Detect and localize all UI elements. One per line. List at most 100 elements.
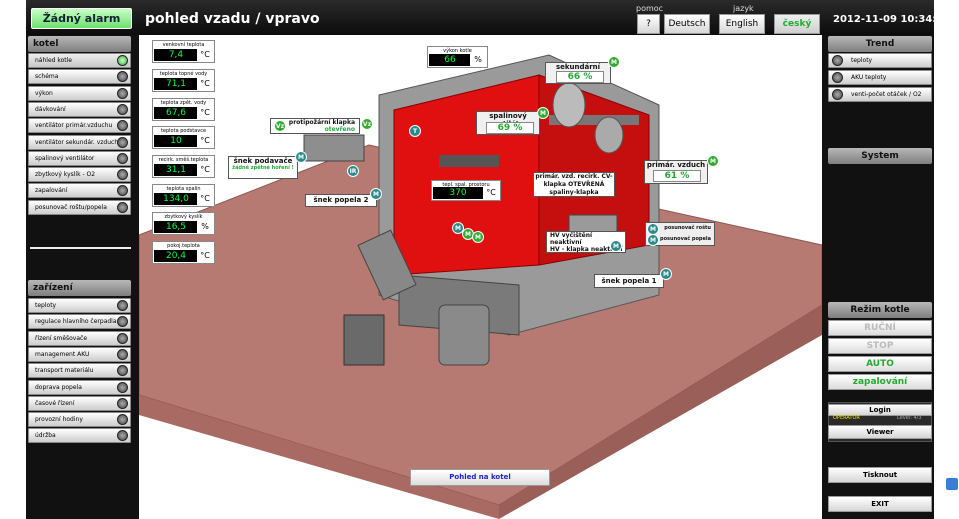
- sekundar-fan-icon[interactable]: M: [608, 56, 620, 68]
- viewer-button[interactable]: Viewer: [828, 425, 932, 439]
- popel2-box: šnek popela 2: [305, 194, 377, 207]
- primar-fan-icon[interactable]: M: [707, 155, 719, 167]
- status-indicator-icon: [117, 316, 128, 328]
- zarizeni-menu-item[interactable]: regulace hlavního čerpadla: [28, 314, 131, 330]
- alarm-button[interactable]: Žádný alarm: [31, 8, 132, 29]
- kotel-menu-item-label: posunovač roštu/popela: [35, 203, 107, 211]
- status-indicator-icon: [117, 414, 128, 426]
- boiler-3d-illustration: [139, 54, 822, 519]
- status-indicator-icon: [117, 136, 128, 148]
- zarizeni-menu-item[interactable]: časové řízení: [28, 395, 131, 411]
- kotel-menu-item[interactable]: výkon: [28, 85, 131, 101]
- zarizeni-menu-item[interactable]: řízení směšovače: [28, 330, 131, 346]
- hv-box: HV vyčištění neaktivní HV - klapka neakt…: [546, 231, 626, 253]
- zarizeni-section-title: zařízení: [28, 280, 131, 296]
- chat-icon[interactable]: [946, 478, 958, 490]
- measurement-value: 31,1: [154, 164, 198, 176]
- status-indicator-icon: [117, 201, 128, 213]
- klapka-box: protipožární klapka otevřeno: [270, 118, 360, 134]
- page-title: pohled vzadu / vpravo: [145, 11, 320, 27]
- vykon-value: 66: [429, 54, 471, 66]
- posun-popel-icon[interactable]: M: [647, 234, 659, 246]
- kotel-menu-item[interactable]: náhled kotle: [28, 53, 131, 68]
- hv-label: HV vyčištění neaktivní: [550, 232, 593, 246]
- temperature-sensor-icon[interactable]: T: [409, 125, 421, 137]
- trend-menu-item-label: teploty: [851, 57, 873, 64]
- mode-ignition-button[interactable]: zapalování: [828, 374, 932, 390]
- zarizeni-menu-item-label: management AKU: [35, 350, 90, 358]
- zarizeni-menu-item[interactable]: doprava popela: [28, 379, 131, 395]
- kotel-menu-item[interactable]: posunovač roštu/popela: [28, 199, 131, 215]
- help-button[interactable]: ?: [637, 14, 660, 34]
- mode-manual-button[interactable]: RUČNÍ: [828, 320, 932, 336]
- zarizeni-menu-item[interactable]: údržba: [28, 428, 131, 444]
- status-indicator-icon: [117, 332, 128, 344]
- kotel-menu-item[interactable]: schéma: [28, 69, 131, 85]
- zarizeni-menu-item[interactable]: teploty: [28, 298, 131, 313]
- popel1-box: šnek popela 1: [594, 274, 664, 288]
- kotel-menu-item[interactable]: ventilátor primár.vzduchu: [28, 118, 131, 134]
- exit-button[interactable]: EXIT: [828, 496, 932, 512]
- kotel-menu-item-label: schéma: [35, 73, 59, 81]
- print-button[interactable]: Tisknout: [828, 467, 932, 483]
- lang-english-button[interactable]: English: [719, 14, 765, 34]
- podavac-box: šnek podavače žádné zpětné hoření !: [228, 156, 298, 179]
- boiler-view-button[interactable]: Pohled na kotel: [410, 469, 550, 486]
- status-indicator-icon: [117, 169, 128, 181]
- mode-auto-button[interactable]: AUTO: [828, 356, 932, 372]
- mode-stop-button[interactable]: STOP: [828, 338, 932, 354]
- zarizeni-menu-item[interactable]: management AKU: [28, 346, 131, 362]
- status-indicator-icon: [117, 348, 128, 360]
- hv-motor-icon[interactable]: M: [610, 240, 622, 252]
- ir-sensor-icon[interactable]: IR: [347, 165, 359, 177]
- klapka-icon[interactable]: Vz: [274, 120, 286, 132]
- vykon-label: výkon kotle: [443, 48, 472, 54]
- lang-deutsch-button[interactable]: Deutsch: [664, 14, 710, 34]
- klapka-indicator-icon[interactable]: Vz: [361, 118, 373, 130]
- trend-menu-item[interactable]: teploty: [828, 53, 932, 68]
- measurement-value: 16,5: [154, 221, 198, 233]
- measurement-label: teplota podstavce: [160, 128, 207, 134]
- zarizeni-menu-item-label: transport materiálu: [35, 367, 94, 375]
- trend-menu-item[interactable]: AKU teploty: [828, 70, 932, 85]
- lang-czech-button[interactable]: český: [774, 14, 820, 34]
- kotel-menu-item[interactable]: ventilátor sekundár. vzduchu: [28, 134, 131, 150]
- vykon-unit: %: [470, 54, 486, 66]
- measurement-value: 67,6: [154, 107, 198, 119]
- hv-sensor-icon[interactable]: M: [452, 222, 464, 234]
- sekundar-value: 66 %: [556, 71, 604, 83]
- status-indicator-icon: [832, 89, 843, 100]
- hv-sensor-icon-3[interactable]: M: [472, 231, 484, 243]
- kotel-menu-item[interactable]: zbytkový kyslík - O2: [28, 167, 131, 183]
- kotel-menu-item[interactable]: dávkování: [28, 101, 131, 117]
- status-indicator-icon: [832, 72, 843, 83]
- system-button[interactable]: System: [828, 148, 932, 164]
- status-indicator-icon: [117, 397, 128, 409]
- zarizeni-menu-item[interactable]: provozní hodiny: [28, 412, 131, 428]
- measurement-unit: °C: [197, 107, 213, 119]
- kotel-menu-item-label: dávkování: [35, 105, 66, 113]
- zarizeni-menu-item[interactable]: transport materiálu: [28, 363, 131, 379]
- measurement-label: pokoj.teplota: [167, 243, 200, 249]
- spalinovy-fan-icon[interactable]: M: [537, 107, 549, 119]
- measurement-value: 7,4: [154, 49, 198, 61]
- popel1-motor-icon[interactable]: M: [660, 268, 672, 280]
- kotel-menu-item[interactable]: zapalování: [28, 183, 131, 199]
- spalinovy-value: 69 %: [486, 122, 534, 134]
- measurement-value: 10: [154, 135, 198, 147]
- zarizeni-menu-item-label: teploty: [35, 302, 57, 309]
- kotel-menu-item[interactable]: spalinový ventilátor: [28, 150, 131, 166]
- kotel-menu-item-label: ventilátor primár.vzduchu: [35, 122, 113, 130]
- podavac-motor-icon[interactable]: M: [295, 151, 307, 163]
- trend-menu-item-label: AKU teploty: [851, 74, 887, 81]
- trend-menu-item[interactable]: venti-počet otáček / O2: [828, 87, 932, 102]
- measurement-label: teplota spalin: [166, 186, 201, 192]
- popel2-motor-icon[interactable]: M: [370, 188, 382, 200]
- measurement-label: teplota topné vody: [159, 71, 208, 77]
- hv-sensor-icon-2[interactable]: M: [462, 228, 474, 240]
- login-button[interactable]: Login: [828, 404, 932, 416]
- kotel-menu-item-label: spalinový ventilátor: [35, 154, 95, 162]
